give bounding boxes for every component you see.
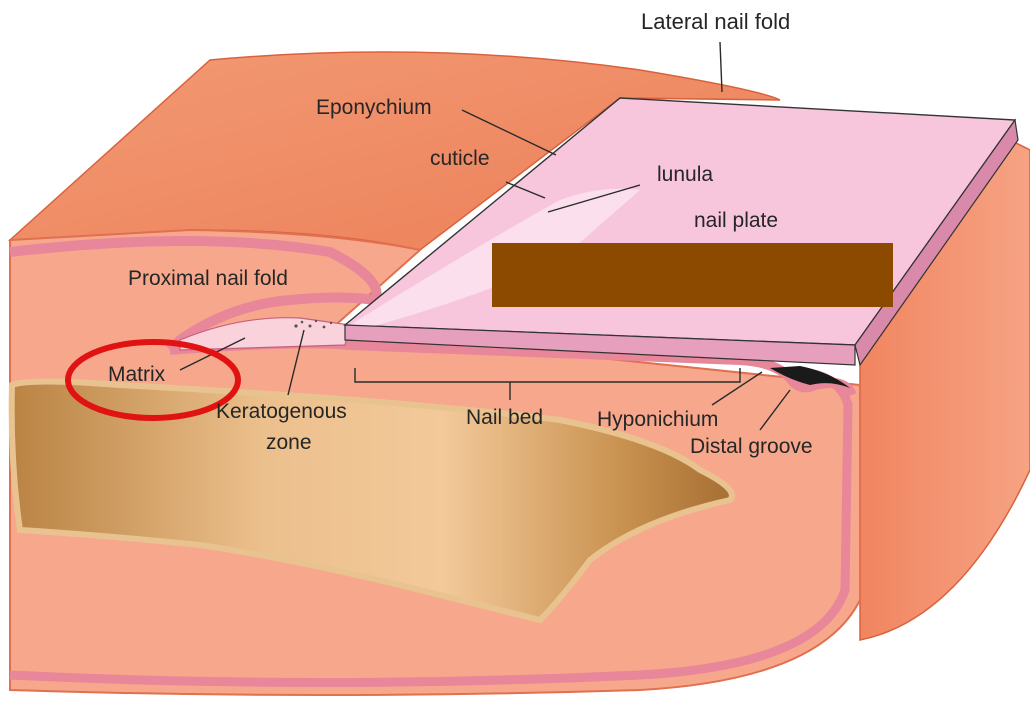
redaction-bar [492,243,893,307]
label-keratogenous-line2: zone [266,432,312,453]
label-proximal-nail-fold: Proximal nail fold [128,268,288,289]
label-hyponichium: Hyponichium [597,409,718,430]
label-nail-bed: Nail bed [466,407,543,428]
label-lunula: lunula [657,164,713,185]
label-nail-plate: nail plate [694,210,778,231]
label-matrix: Matrix [108,364,165,385]
label-keratogenous-line1: Keratogenous [216,401,347,422]
label-eponychium: Eponychium [316,97,432,118]
label-distal-groove: Distal groove [690,436,813,457]
label-lateral-nail-fold: Lateral nail fold [641,11,790,33]
label-cuticle: cuticle [430,148,490,169]
